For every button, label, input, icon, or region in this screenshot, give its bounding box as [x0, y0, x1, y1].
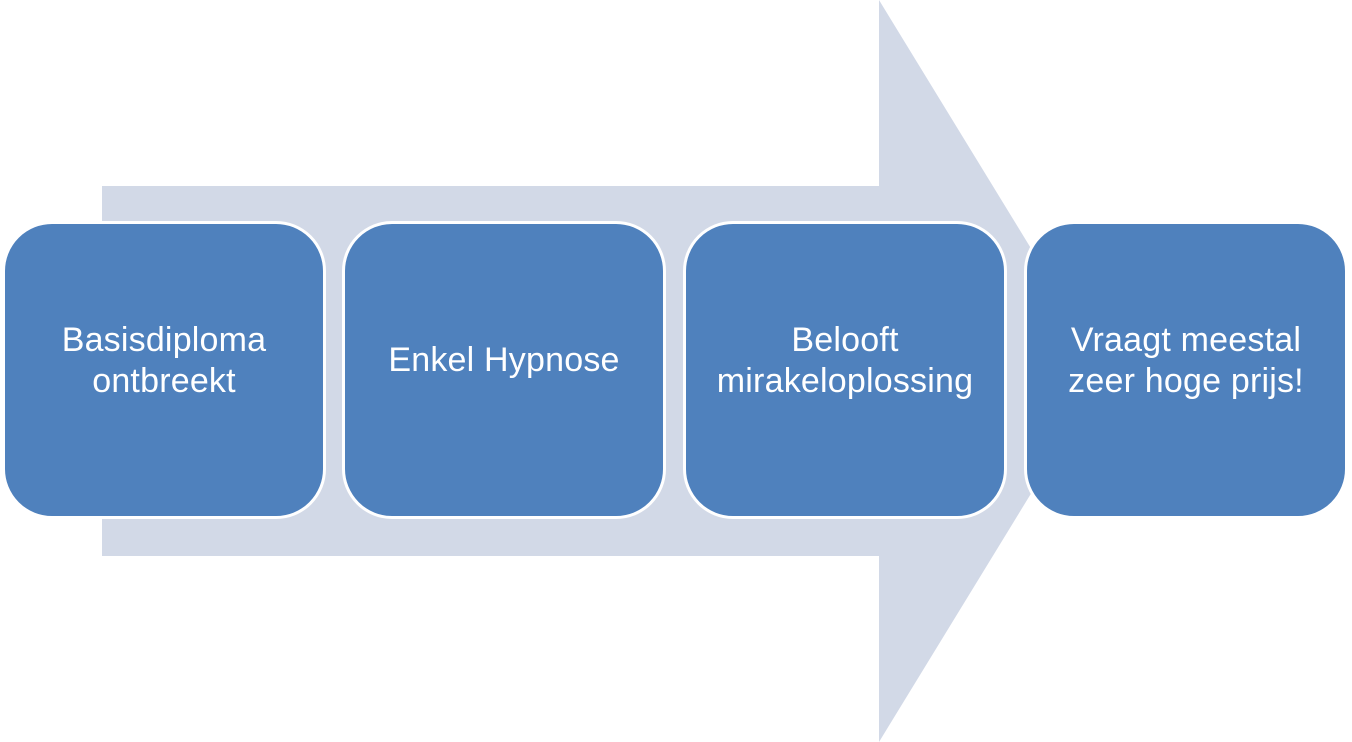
process-step-label: Belooft mirakeloplossing — [716, 320, 974, 400]
process-step-label: Vraagt meestal zeer hoge prijs! — [1068, 320, 1304, 400]
process-step-enkel-hypnose: Enkel Hypnose — [342, 221, 666, 519]
process-step-vraagt-prijs: Vraagt meestal zeer hoge prijs! — [1024, 221, 1348, 519]
process-step-label: Basisdiploma ontbreekt — [61, 320, 267, 400]
process-step-basisdiploma: Basisdiploma ontbreekt — [2, 221, 326, 519]
process-step-label: Enkel Hypnose — [388, 341, 620, 380]
process-step-belooft: Belooft mirakeloplossing — [683, 221, 1007, 519]
